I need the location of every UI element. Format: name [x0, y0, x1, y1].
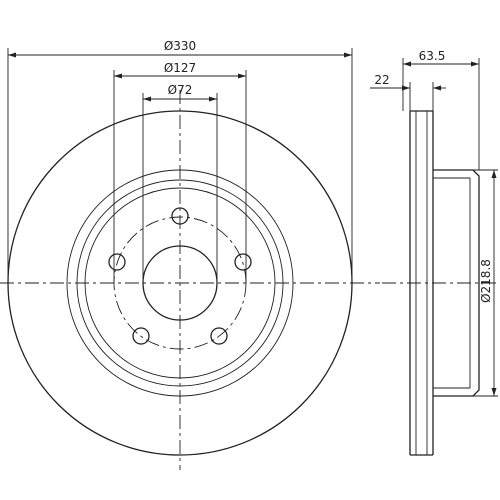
hat-profile-bottom: [433, 380, 480, 397]
bore-arrow-right: [209, 96, 217, 102]
thickness-label: 22: [374, 73, 389, 87]
hat-profile-top: [433, 169, 480, 186]
thickness-arrow-left: [402, 85, 410, 91]
bolt-hole-3: [210, 327, 228, 345]
hat-inner-circle: [84, 187, 276, 379]
center-bore-label: Ø72: [168, 83, 193, 97]
bolt-hole-2: [234, 253, 252, 271]
front-view: Ø330 Ø127 Ø72: [0, 39, 380, 470]
bore-arrow-left: [143, 96, 151, 102]
hat-dia-arrow-top: [491, 170, 497, 178]
outer-dia-arrow-left: [8, 52, 16, 58]
outer-dia-arrow-right: [344, 52, 352, 58]
bolt-hole-4: [132, 327, 150, 345]
hat-diameter-label: Ø218.8: [479, 259, 493, 303]
hat-outer-circle: [76, 179, 284, 387]
height-arrow-left: [403, 61, 411, 67]
pcd-label: Ø127: [164, 61, 196, 75]
friction-ring-inner-circle: [66, 169, 294, 397]
height-arrow-right: [471, 61, 479, 67]
bolt-hole-5: [108, 253, 126, 271]
pcd-arrow-left: [114, 73, 122, 79]
bolt-hole-1: [171, 207, 189, 225]
pcd-arrow-right: [238, 73, 246, 79]
hat-dia-arrow-bottom: [491, 388, 497, 396]
outer-diameter-label: Ø330: [164, 39, 196, 53]
side-view: 63.5 22 Ø218.8: [370, 49, 500, 456]
thickness-arrow-right: [433, 85, 441, 91]
total-height-label: 63.5: [419, 49, 446, 63]
